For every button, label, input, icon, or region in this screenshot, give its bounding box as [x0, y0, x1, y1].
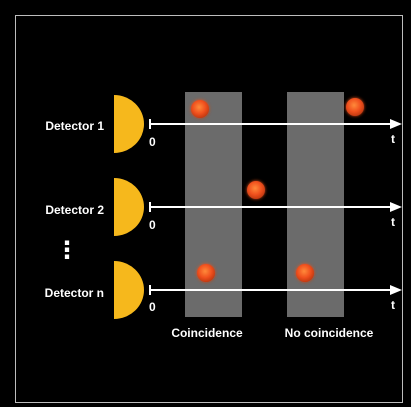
detector-1-label: Detector 1: [45, 119, 104, 133]
arrowhead-2: [390, 202, 402, 212]
detector-row-1: Detector 1 0 t: [45, 95, 402, 153]
detector-2-label: Detector 2: [45, 203, 104, 217]
detector-1-icon: [114, 95, 144, 153]
photon-detector-2: [247, 181, 265, 199]
coincidence-label: Coincidence: [171, 326, 243, 340]
photon-detector-n-a: [197, 264, 215, 282]
origin-label-2: 0: [149, 218, 156, 232]
detector-row-n: Detector n 0 t: [45, 261, 402, 319]
detector-2-icon: [114, 178, 144, 236]
origin-label-n: 0: [149, 300, 156, 314]
time-label-2: t: [391, 215, 395, 229]
arrowhead-n: [390, 285, 402, 295]
photon-detector-n-b: [296, 264, 314, 282]
detector-row-2: Detector 2 0 t: [45, 178, 402, 236]
photon-detector-1-b: [346, 98, 364, 116]
coincidence-window: [185, 92, 242, 317]
detector-n-icon: [114, 261, 144, 319]
time-label-n: t: [391, 298, 395, 312]
diagram-frame: [15, 15, 403, 403]
detector-n-label: Detector n: [45, 286, 104, 300]
ellipsis: ⋮: [55, 237, 79, 264]
time-label-1: t: [391, 132, 395, 146]
arrowhead-1: [390, 119, 402, 129]
no-coincidence-window: [287, 92, 344, 317]
origin-label-1: 0: [149, 135, 156, 149]
photon-detector-1-a: [191, 100, 209, 118]
no-coincidence-label: No coincidence: [285, 326, 374, 340]
